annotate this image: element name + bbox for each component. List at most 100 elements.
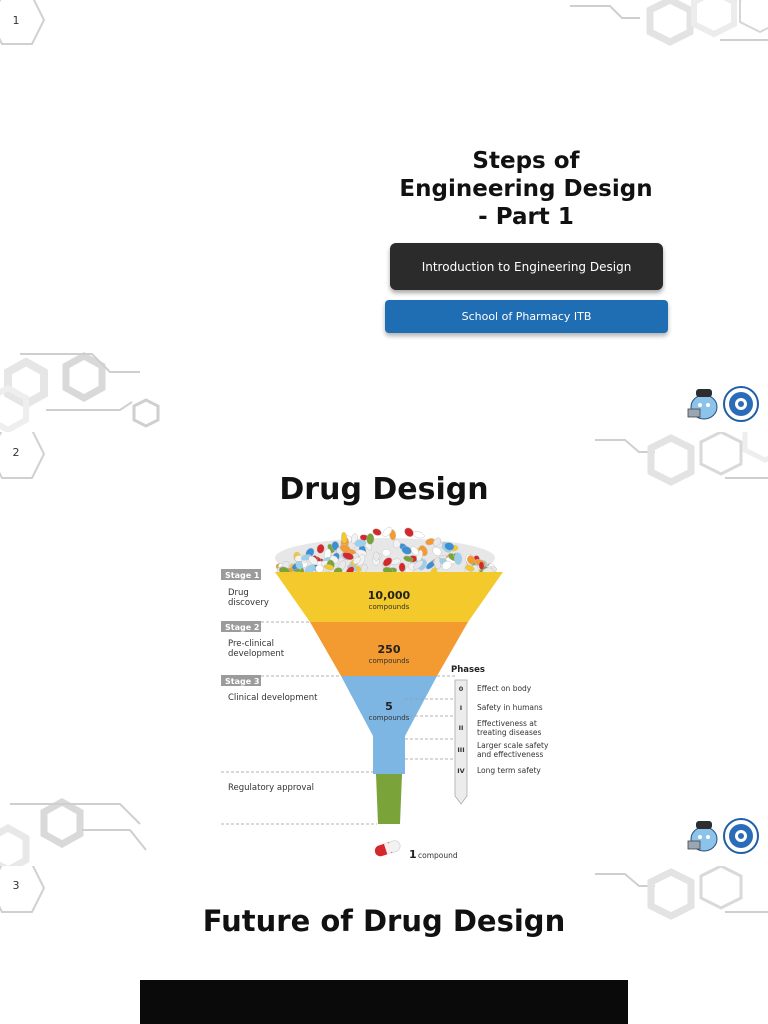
university-seal-icon bbox=[723, 818, 759, 854]
phase-2-description-line-2: treating diseases bbox=[477, 728, 541, 737]
stage-2-tag-label: Stage 2 bbox=[225, 623, 260, 632]
stage-2-name-line-1: Pre-clinical bbox=[228, 639, 274, 649]
pill-icon bbox=[433, 537, 441, 547]
pill-icon bbox=[398, 562, 406, 572]
pill-icon bbox=[454, 552, 463, 565]
pill-icon bbox=[352, 556, 361, 565]
phase-0-numeral: 0 bbox=[459, 685, 464, 693]
pill-icon bbox=[308, 555, 318, 566]
pill-icon bbox=[372, 551, 380, 561]
slide-number-hexagon bbox=[0, 432, 46, 479]
slide-number-hexagon bbox=[0, 0, 46, 45]
pill-icon bbox=[382, 557, 393, 567]
title-line-3: - Part 1 bbox=[478, 204, 574, 230]
hexagon-decoration-top-right bbox=[570, 0, 768, 46]
pill-icon bbox=[339, 544, 351, 553]
drug-development-funnel: Stage 1 Stage 2 Stage 3 Drug discovery P… bbox=[221, 526, 549, 861]
pill-icon bbox=[401, 546, 412, 555]
phase-4-description: Long term safety bbox=[477, 766, 541, 775]
stage-3-count: 5 bbox=[385, 700, 393, 713]
pill-icon bbox=[412, 531, 425, 539]
phases-title: Phases bbox=[451, 665, 485, 675]
video-embed[interactable] bbox=[140, 980, 628, 1024]
pill-icon bbox=[444, 542, 455, 551]
pill-pile-icon bbox=[275, 526, 497, 578]
stage-3-funnel-band bbox=[341, 676, 437, 774]
hexagon-decoration-top-right bbox=[595, 866, 768, 920]
title-line-2: Engineering Design bbox=[399, 176, 653, 202]
slide-1: 1 Steps of Engineering Design - Part 1 I… bbox=[0, 0, 768, 432]
phase-3-description-line-1: Larger scale safety bbox=[477, 741, 549, 750]
pill-icon bbox=[295, 560, 304, 570]
pill-icon bbox=[441, 560, 452, 570]
stage-1-name-line-2: discovery bbox=[228, 598, 269, 608]
title-line-1: Steps of bbox=[472, 148, 580, 174]
phase-2-numeral: II bbox=[459, 724, 464, 732]
stage-1-count: 10,000 bbox=[368, 589, 411, 602]
institution-logos bbox=[687, 386, 759, 422]
result-unit: compound bbox=[418, 851, 458, 860]
capsule-icon bbox=[374, 840, 401, 857]
stage-1-name-line-1: Drug bbox=[228, 588, 249, 598]
stage-1-tag bbox=[221, 569, 261, 580]
regulatory-approval-label: Regulatory approval bbox=[228, 783, 314, 793]
stage-2-unit: compounds bbox=[369, 657, 410, 665]
stage-1-funnel-band bbox=[275, 572, 503, 622]
result-count: 1 bbox=[409, 848, 417, 861]
pill-icon bbox=[392, 539, 401, 549]
slide-number: 1 bbox=[12, 14, 20, 27]
pill-icon bbox=[342, 551, 354, 561]
stage-2-count: 250 bbox=[378, 643, 401, 656]
hexagon-decoration-bottom-left bbox=[0, 798, 147, 866]
pill-icon bbox=[432, 546, 442, 556]
pill-icon bbox=[316, 544, 325, 554]
slide-3: 3 Future of Drug Design bbox=[0, 866, 768, 1024]
institution-logos bbox=[687, 818, 759, 854]
phase-3-description-line-2: and effectiveness bbox=[477, 750, 543, 759]
slide-2: 2 Drug Design bbox=[0, 432, 768, 866]
pill-icon bbox=[341, 531, 348, 544]
pill-icon bbox=[354, 539, 367, 547]
stage-3-unit: compounds bbox=[369, 714, 410, 722]
pill-icon bbox=[403, 555, 414, 563]
pill-icon bbox=[381, 549, 391, 557]
stage-3-tag bbox=[221, 675, 261, 686]
phase-1-numeral: I bbox=[460, 704, 462, 712]
course-title-button[interactable]: Introduction to Engineering Design bbox=[390, 243, 663, 290]
hexagon-decoration-top-right bbox=[595, 432, 768, 486]
pill-icon bbox=[413, 560, 424, 570]
slide-title: Drug Design bbox=[279, 472, 489, 507]
phase-4-numeral: IV bbox=[457, 767, 464, 775]
phase-3-numeral: III bbox=[457, 746, 464, 754]
phase-0-description: Effect on body bbox=[477, 684, 532, 693]
pill-icon bbox=[410, 546, 419, 556]
slide-number: 2 bbox=[12, 446, 20, 459]
slide-number: 3 bbox=[12, 879, 20, 892]
pill-icon bbox=[372, 528, 382, 536]
phases-arrow-icon bbox=[454, 679, 468, 805]
slide-title: Future of Drug Design bbox=[202, 904, 566, 938]
mascot-logo-icon bbox=[687, 389, 718, 420]
pill-icon bbox=[323, 564, 335, 571]
stage-2-name-line-2: development bbox=[228, 649, 285, 659]
school-button[interactable]: School of Pharmacy ITB bbox=[385, 300, 668, 333]
stage-2-funnel-band bbox=[310, 622, 468, 676]
stage-2-tag bbox=[221, 621, 261, 632]
pill-icon bbox=[382, 526, 393, 537]
presentation-title: Steps of Engineering Design - Part 1 bbox=[386, 147, 666, 231]
pill-icon bbox=[467, 555, 476, 565]
university-seal-icon bbox=[723, 386, 759, 422]
hexagon-decoration-bottom-left bbox=[0, 351, 160, 432]
regulatory-funnel-band bbox=[376, 774, 402, 824]
pill-icon bbox=[404, 527, 414, 537]
pill-icon bbox=[464, 564, 475, 572]
stage-1-unit: compounds bbox=[369, 603, 410, 611]
stage-3-tag-label: Stage 3 bbox=[225, 677, 260, 686]
pill-icon bbox=[478, 561, 485, 570]
mascot-logo-icon bbox=[687, 821, 718, 852]
stage-1-tag-label: Stage 1 bbox=[225, 571, 260, 580]
pill-icon bbox=[366, 533, 375, 545]
phase-1-description: Safety in humans bbox=[477, 703, 543, 712]
slide-number-hexagon bbox=[0, 866, 46, 913]
stage-3-name: Clinical development bbox=[228, 693, 318, 703]
